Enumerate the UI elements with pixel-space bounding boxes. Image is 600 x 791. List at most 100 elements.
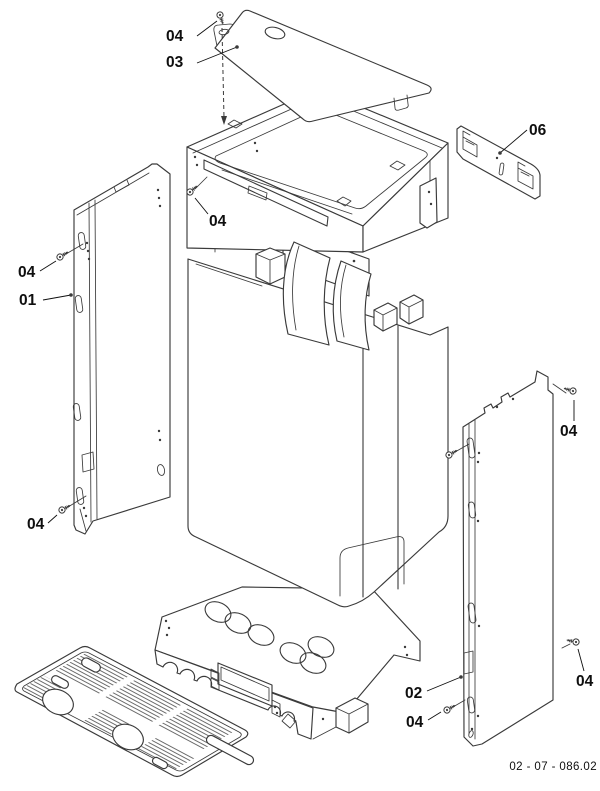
drawing-number: 02 - 07 - 086.02 [509, 761, 597, 773]
flange-notch [463, 650, 474, 675]
bracket-punch [462, 130, 478, 158]
cover-outline [214, 9, 432, 123]
base-hole [204, 601, 232, 623]
flange-slot [74, 295, 84, 313]
body-rim-inner [195, 263, 263, 287]
base-end-foot-fold [335, 703, 369, 734]
cover-tab-hole [218, 28, 230, 36]
left-panel-outline [73, 163, 171, 535]
insulation-block [399, 294, 424, 325]
callout-labels: 04 03 06 04 04 01 04 04 04 02 04 [18, 28, 594, 731]
part-02-right-panel [462, 370, 554, 747]
base-hole [299, 652, 327, 674]
callout-04-left-lower-screw: 04 [27, 516, 45, 533]
insulation-block-edges [373, 307, 398, 332]
insulation-slab-curve [340, 264, 347, 338]
callout-04-right-bottom-screw: 04 [406, 714, 424, 731]
insulation-blocks [255, 241, 424, 351]
flange-slot [72, 403, 82, 421]
left-panel-oval-hole [156, 464, 166, 476]
callout-02-right-panel: 02 [405, 685, 422, 702]
chassis-foot [419, 177, 438, 229]
leader-line [42, 294, 72, 301]
flange-slot [77, 232, 87, 250]
body-outline [187, 258, 449, 608]
body-bottom-recess [339, 536, 405, 597]
base-hole [279, 642, 307, 664]
chassis-tab [389, 160, 406, 171]
callout-04-right-top-screw: 04 [560, 423, 578, 440]
vent-panel-slot [205, 734, 255, 766]
vent-field [55, 652, 130, 694]
vent-panel-hole [42, 688, 74, 716]
left-panel-fold [94, 199, 98, 520]
callout-06-bracket: 06 [529, 122, 547, 139]
callout-01-left-panel: 01 [19, 292, 37, 309]
leader-line [426, 676, 462, 692]
vent-panel-inner-border [22, 651, 242, 772]
chassis-inner-wall [221, 169, 353, 215]
vent-field [105, 679, 183, 723]
bracket-clip [210, 677, 220, 691]
callout-04-right-side-screw: 04 [576, 673, 594, 690]
leader-line [196, 46, 238, 64]
left-panel-foot-fold [79, 508, 87, 532]
cover-hole [264, 26, 286, 40]
screw-axis [561, 643, 571, 649]
bracket-punch [517, 161, 534, 190]
leader-line [499, 129, 528, 154]
bracket-clip [271, 699, 281, 718]
right-panel-foot-hole [468, 730, 474, 738]
chassis-front-slot [203, 159, 329, 227]
insulation-block-edges [399, 299, 424, 325]
base-plate-top [154, 586, 421, 714]
base-diamond-hole [281, 713, 297, 729]
part-03-top-cover [213, 9, 432, 123]
callout-03-top-cover: 03 [166, 54, 184, 71]
screw-axis [195, 176, 208, 189]
insulation-slab [282, 241, 331, 346]
part-01-left-panel [72, 163, 171, 535]
base-hole [247, 624, 275, 646]
leader-line [39, 260, 57, 272]
insulation-block [255, 247, 286, 285]
base-edge-line [312, 726, 337, 740]
bracket-clip [210, 668, 220, 682]
insulation-block [373, 302, 398, 332]
leader-line [47, 514, 58, 524]
leader-line [196, 20, 218, 37]
insulation-block-edges [255, 253, 286, 285]
callout-04-top-cover-screw: 04 [166, 28, 184, 45]
callout-04-left-upper-screw: 04 [18, 264, 36, 281]
base-hole [224, 612, 252, 634]
base-front-bracket-inner [220, 666, 270, 702]
chassis-frame [186, 88, 449, 253]
insulation-slab [332, 260, 372, 351]
leader-dot [459, 675, 463, 679]
flange-slot [466, 437, 476, 459]
leader-line [577, 648, 585, 672]
vent-panel-hole [112, 723, 144, 751]
leader-line [194, 197, 209, 215]
leader-lines [39, 20, 585, 721]
left-panel-top-notch [113, 179, 130, 193]
part-05-vent-panel [14, 645, 255, 778]
flange-slot [467, 602, 477, 624]
leader-line [427, 711, 442, 721]
screw-axis [552, 383, 567, 394]
bracket-outline [456, 125, 541, 200]
chassis-front-plate [247, 185, 268, 201]
screw-axis [67, 495, 87, 508]
insulation-slab-curve [292, 245, 300, 331]
vent-panel-slot [151, 756, 169, 770]
cover-edge-tab [393, 94, 409, 111]
vent-panel-slot [81, 657, 101, 673]
chassis-tab [227, 119, 243, 129]
leader-dot [235, 45, 239, 49]
flange-slot [75, 487, 85, 505]
arrow-down-icon [221, 116, 227, 125]
right-panel-outline [462, 370, 554, 747]
screw-axis [65, 243, 84, 255]
base-hole [307, 636, 335, 658]
